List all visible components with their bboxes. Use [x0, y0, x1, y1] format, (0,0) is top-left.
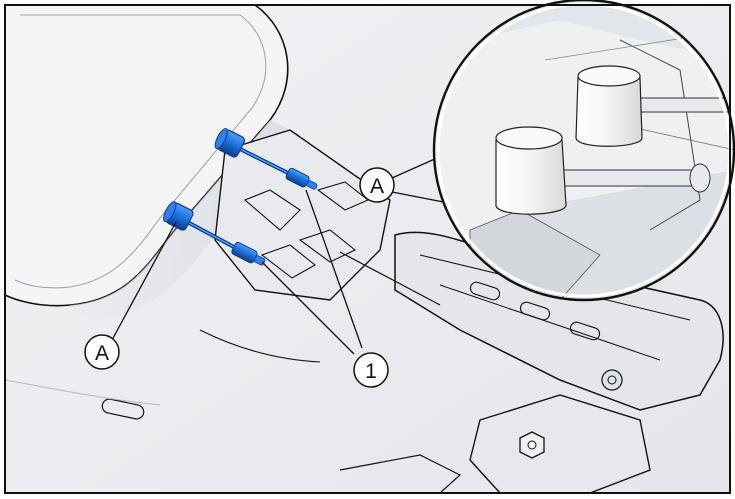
guide-pin-upper — [214, 128, 318, 190]
callout-1-label: 1 — [365, 360, 377, 383]
inset-pin-upper — [575, 65, 734, 147]
seat-cushion-shape — [5, 5, 289, 307]
lower-bracket — [469, 394, 651, 493]
seat-rail — [394, 231, 724, 411]
callout-a-left-label: A — [95, 342, 109, 365]
callout-a-inset: A — [359, 167, 395, 203]
hex-nut — [519, 431, 545, 459]
inset-pin-lower — [495, 126, 711, 215]
callout-1: 1 — [353, 352, 389, 388]
callout-a-inset-label: A — [370, 175, 384, 198]
callout-a-left: A — [84, 334, 120, 370]
detail-inset — [432, 0, 735, 302]
figure-border — [4, 4, 731, 494]
